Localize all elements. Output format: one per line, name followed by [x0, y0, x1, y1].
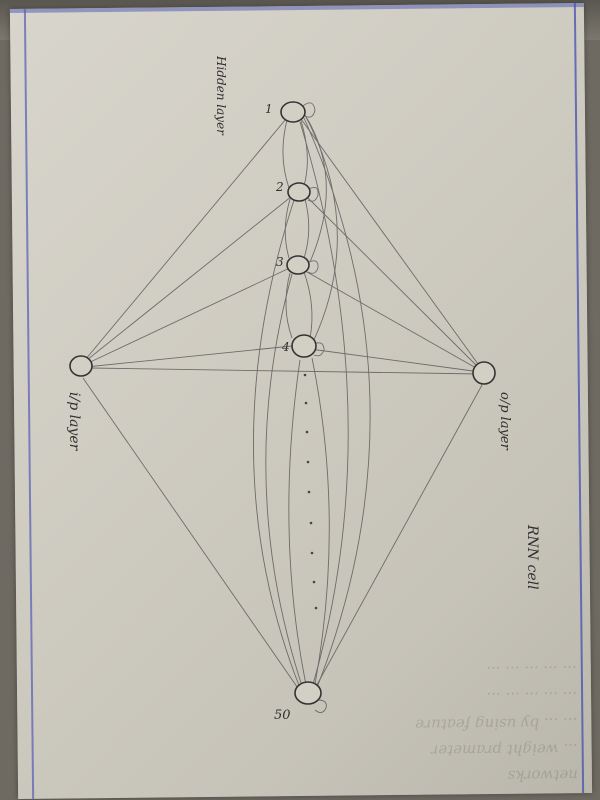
edge-h1-h3-arc — [304, 114, 327, 263]
edge-output-h4 — [309, 348, 474, 372]
edge-h1-h2 — [282, 119, 308, 189]
edge-input-h4 — [85, 344, 303, 368]
hidden-node-1 — [280, 101, 306, 123]
edge-h3-h50-arc — [265, 273, 303, 687]
dot — [305, 430, 309, 434]
hidden-node-3 — [286, 255, 310, 275]
dot — [314, 606, 318, 610]
dot — [306, 460, 310, 464]
dot — [307, 490, 311, 494]
edge-h1-h50-arc-b — [299, 121, 349, 689]
edge-input-h1 — [79, 112, 292, 367]
edge-h4-h50-arc — [288, 359, 307, 686]
edge-h2-h3 — [284, 198, 310, 259]
edge-input-h2 — [81, 191, 298, 365]
edge-input-h50 — [82, 377, 303, 695]
edge-output-h3 — [299, 267, 477, 369]
self-loop-h2 — [307, 187, 319, 202]
hidden-node-2 — [287, 182, 311, 202]
node-50-label: 50 — [274, 708, 291, 723]
edge-input-output — [89, 367, 481, 375]
self-loop-h3 — [307, 260, 319, 274]
dot — [303, 373, 307, 377]
input-node — [69, 355, 93, 377]
edge-h2-h50-arc — [253, 199, 301, 689]
node-1-label: 1 — [265, 102, 273, 116]
output-node — [472, 361, 496, 385]
node-3-label: 3 — [276, 255, 284, 269]
self-loop-h4 — [313, 342, 325, 357]
edge-h1-h4-arc — [305, 116, 338, 343]
output-layer-label: o/p layer — [497, 392, 512, 450]
edge-output-h2 — [301, 191, 478, 367]
edge-h4-h50-straight — [311, 357, 330, 685]
hidden-node-4 — [291, 334, 317, 358]
dot — [312, 580, 316, 584]
ellipsis-dots — [303, 373, 318, 610]
node-4-label: 4 — [282, 340, 290, 354]
edge-h3-h4 — [285, 271, 313, 339]
edge-output-h50 — [312, 384, 483, 693]
edge-input-h3 — [83, 264, 297, 366]
node-2-label: 2 — [276, 180, 284, 194]
edge-h1-h50-arc-a — [303, 117, 371, 691]
dot — [309, 521, 313, 525]
dot — [304, 401, 308, 405]
hidden-layer-label: Hidden layer — [214, 56, 228, 135]
self-loop-h1 — [302, 102, 316, 118]
dot — [310, 551, 314, 555]
edge-output-h1 — [295, 111, 479, 365]
self-loop-h50 — [314, 699, 327, 713]
rnn-cell-caption: RNN cell — [524, 525, 540, 590]
input-layer-label: i/p layer — [66, 392, 82, 451]
hidden-node-50 — [294, 681, 322, 705]
